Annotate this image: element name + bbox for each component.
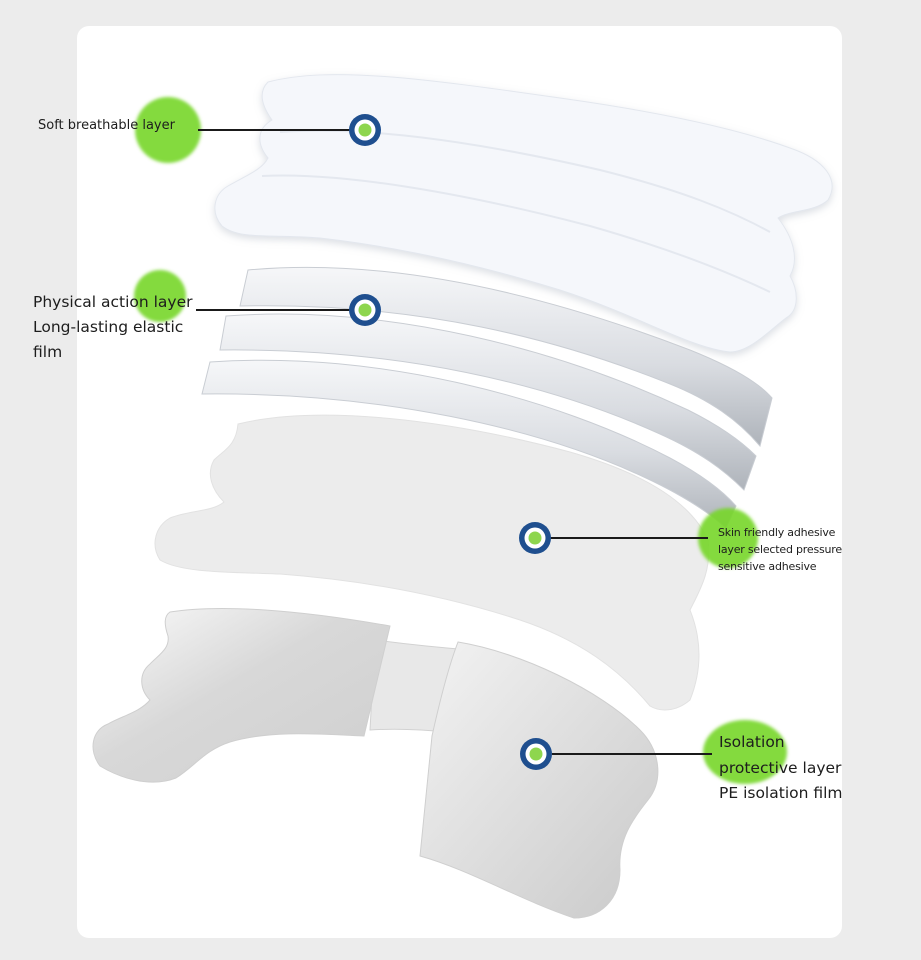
target-ring-icon <box>519 522 551 554</box>
target-ring-icon <box>349 114 381 146</box>
label-line: sensitive adhesive <box>718 558 842 575</box>
label-line: film <box>33 340 193 365</box>
label-line: Soft breathable layer <box>38 118 175 133</box>
target-ring-icon <box>349 294 381 326</box>
isolation-layer-shape <box>93 608 658 918</box>
label-physical-action: Physical action layer Long-lasting elast… <box>33 290 193 365</box>
label-line: layer selected pressure <box>718 541 842 558</box>
target-ring-icon <box>520 738 552 770</box>
label-line: Skin friendly adhesive <box>718 524 842 541</box>
label-line: Isolation <box>719 730 843 756</box>
label-skin-adhesive: Skin friendly adhesive layer selected pr… <box>718 524 842 575</box>
label-line: Long-lasting elastic <box>33 315 193 340</box>
label-line: PE isolation film <box>719 781 843 807</box>
label-line: protective layer <box>719 756 843 782</box>
label-isolation-protective: Isolation protective layer PE isolation … <box>719 730 843 807</box>
label-line: Physical action layer <box>33 290 193 315</box>
label-soft-breathable: Soft breathable layer <box>38 118 175 133</box>
